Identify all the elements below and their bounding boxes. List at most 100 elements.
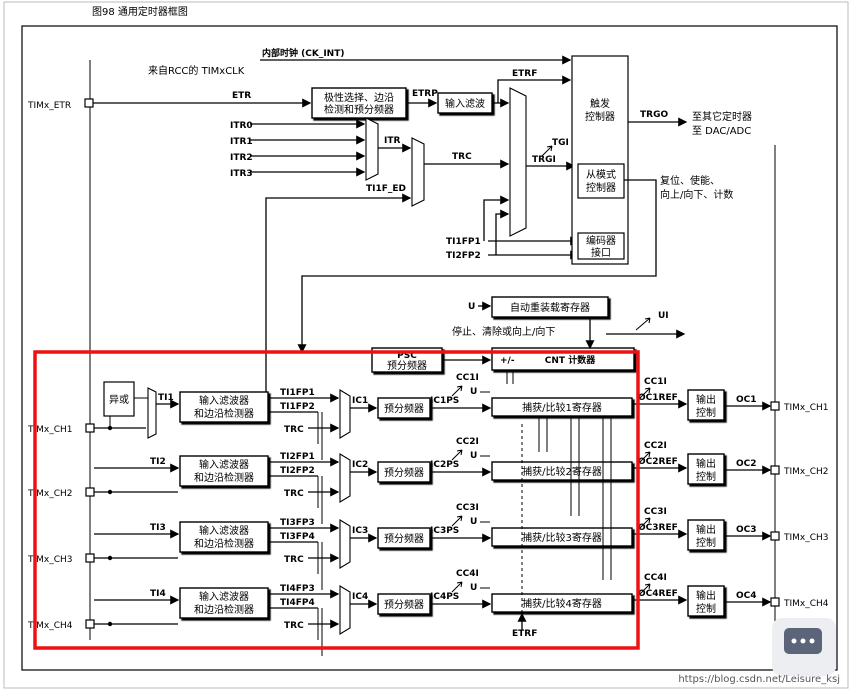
bottom-etrf-label: ETRF — [512, 629, 537, 639]
ch2-oc-i-arrow — [639, 451, 651, 463]
ch3-ic-mux — [339, 519, 351, 569]
ch4-capture-block — [491, 593, 633, 613]
ch2-filter-line2: 和边沿检测器 — [194, 471, 254, 484]
ch1-in-pin-label: TIMx_CH1 — [27, 425, 73, 435]
ch1-icps-label: IC1PS — [430, 396, 459, 406]
ch3-ocref-label: OC3REF — [638, 523, 678, 533]
ch2-ic-mux — [339, 453, 351, 503]
ch3-fp-b-label: TI3FP4 — [280, 532, 315, 542]
encoder-block — [577, 232, 625, 260]
highlight-box — [33, 350, 640, 650]
input-filter-label: 输入滤波 — [445, 97, 485, 110]
ch2-output-line1: 输出 — [696, 457, 716, 470]
ch1-in-pin — [85, 423, 95, 433]
slave-ctrl-line1: 从模式 — [586, 168, 616, 181]
ch2-in-pin-label: TIMx_CH2 — [27, 489, 73, 499]
ch2-capture-block — [491, 461, 633, 481]
itr1-label: ITR1 — [230, 137, 253, 147]
ch1-oc-i-arrow — [639, 387, 651, 399]
ch4-oc-i-label: CC4I — [644, 573, 667, 583]
ch3-out-pin-label: TIMx_CH3 — [783, 533, 829, 543]
ch3-oc-label: OC3 — [736, 525, 757, 535]
ch3-ti-label: TI3 — [150, 523, 166, 533]
ch4-out-pin — [770, 597, 780, 607]
ch4-ic-label: IC4 — [352, 592, 368, 602]
ch2-icps-label: IC2PS — [430, 460, 459, 470]
ch4-filter-block — [179, 587, 269, 619]
ch3-oc-i-arrow — [639, 517, 651, 529]
reset-line1: 复位、使能、 — [660, 174, 720, 187]
trigger-controller-block — [571, 55, 629, 265]
ui-label: UI — [658, 311, 669, 321]
ch2-ic-label: IC2 — [352, 460, 368, 470]
to-other-line1: 至其它定时器 — [692, 110, 752, 123]
ch4-out-pin-label: TIMx_CH4 — [783, 599, 829, 609]
ch4-filter-line1: 输入滤波器 — [199, 590, 249, 603]
ch2-oc-label: OC2 — [736, 459, 757, 469]
polarity-line2: 检测和预分频器 — [324, 103, 394, 116]
ti1f-ed-label: TI1F_ED — [366, 184, 406, 194]
ti1-mux — [147, 387, 157, 439]
ch2-fp-b-label: TI2FP2 — [280, 466, 315, 476]
ch3-filter-line2: 和边沿检测器 — [194, 537, 254, 550]
ch2-output-line2: 控制 — [696, 470, 716, 483]
itr-inputs: ITR0 ITR1 ITR2 ITR3 — [230, 119, 366, 179]
ch3-out-pin — [770, 531, 780, 541]
slave-ctrl-line2: 控制器 — [586, 181, 616, 194]
ch1-ti-label: TI1 — [158, 393, 174, 403]
tgi-label: TGI — [552, 138, 569, 148]
trgi-mux — [509, 87, 527, 237]
ch4-icps-label: IC4PS — [430, 592, 459, 602]
ch2-capture-label: 捕获/比较2寄存器 — [522, 465, 602, 478]
ch3-filter-block — [179, 521, 269, 553]
ch2-out-pin-label: TIMx_CH2 — [783, 467, 829, 477]
itr-mux-label: ITR — [384, 136, 400, 146]
trgi-label: TRGI — [532, 155, 556, 165]
ch3-ic-label: IC3 — [352, 526, 368, 536]
ch2-trc-label: TRC — [284, 489, 304, 499]
etr-label: ETR — [232, 91, 251, 101]
ch3-output-line2: 控制 — [696, 536, 716, 549]
ch3-oc-i-label: CC3I — [644, 507, 667, 517]
ch4-fp-b-label: TI4FP4 — [280, 598, 315, 608]
ch4-oc-i-arrow — [639, 583, 651, 595]
ch2-oc-i-label: CC2I — [644, 441, 667, 451]
trigger-ctrl-line1: 触发 — [590, 97, 610, 110]
trgo-label: TRGO — [640, 110, 668, 120]
ch1-fp-a-label: TI1FP1 — [280, 388, 315, 398]
ch4-ic-mux — [339, 585, 351, 635]
itr3-label: ITR3 — [230, 169, 253, 179]
stop-text: 停止、清除或向上/向下 — [452, 325, 555, 338]
ch1-out-pin — [770, 401, 780, 411]
ch1-output-line1: 输出 — [696, 393, 716, 406]
ch4-filter-line2: 和边沿检测器 — [194, 603, 254, 616]
ch1-filter-line2: 和边沿检测器 — [194, 407, 254, 420]
ch2-u-label: U — [470, 451, 477, 461]
ch1-output-ctrl-block — [687, 389, 725, 421]
ch3-trc-label: TRC — [284, 555, 304, 565]
etr-pin — [84, 98, 94, 108]
ch1-trc-label: TRC — [284, 425, 304, 435]
ch3-in-pin — [85, 553, 95, 563]
encoder-line1: 编码器 — [586, 234, 616, 247]
ch3-u-label: U — [470, 517, 477, 527]
figure-frame — [3, 1, 849, 689]
ch1-oc-label: OC1 — [736, 395, 757, 405]
ch1-capture-label: 捕获/比较1寄存器 — [522, 401, 602, 414]
trigger-ctrl-line2: 控制器 — [585, 110, 615, 123]
itr2-label: ITR2 — [230, 153, 253, 163]
etr-pin-label: TIMx_ETR — [27, 101, 71, 111]
ti1fp1-top-label: TI1FP1 — [446, 237, 481, 247]
ch1-filter-line1: 输入滤波器 — [199, 394, 249, 407]
ch3-output-line1: 输出 — [696, 523, 716, 536]
ck-int-label: 内部时钟 (CK_INT) — [262, 47, 344, 59]
xor-label: 异或 — [109, 394, 129, 406]
psc-top-label: PSC — [397, 351, 417, 361]
ch3-capture-label: 捕获/比较3寄存器 — [522, 531, 602, 544]
ch1-u-label: U — [470, 387, 477, 397]
ch4-output-line1: 输出 — [696, 589, 716, 602]
trc-mux — [411, 137, 425, 207]
ch2-fp-a-label: TI2FP1 — [280, 452, 315, 462]
